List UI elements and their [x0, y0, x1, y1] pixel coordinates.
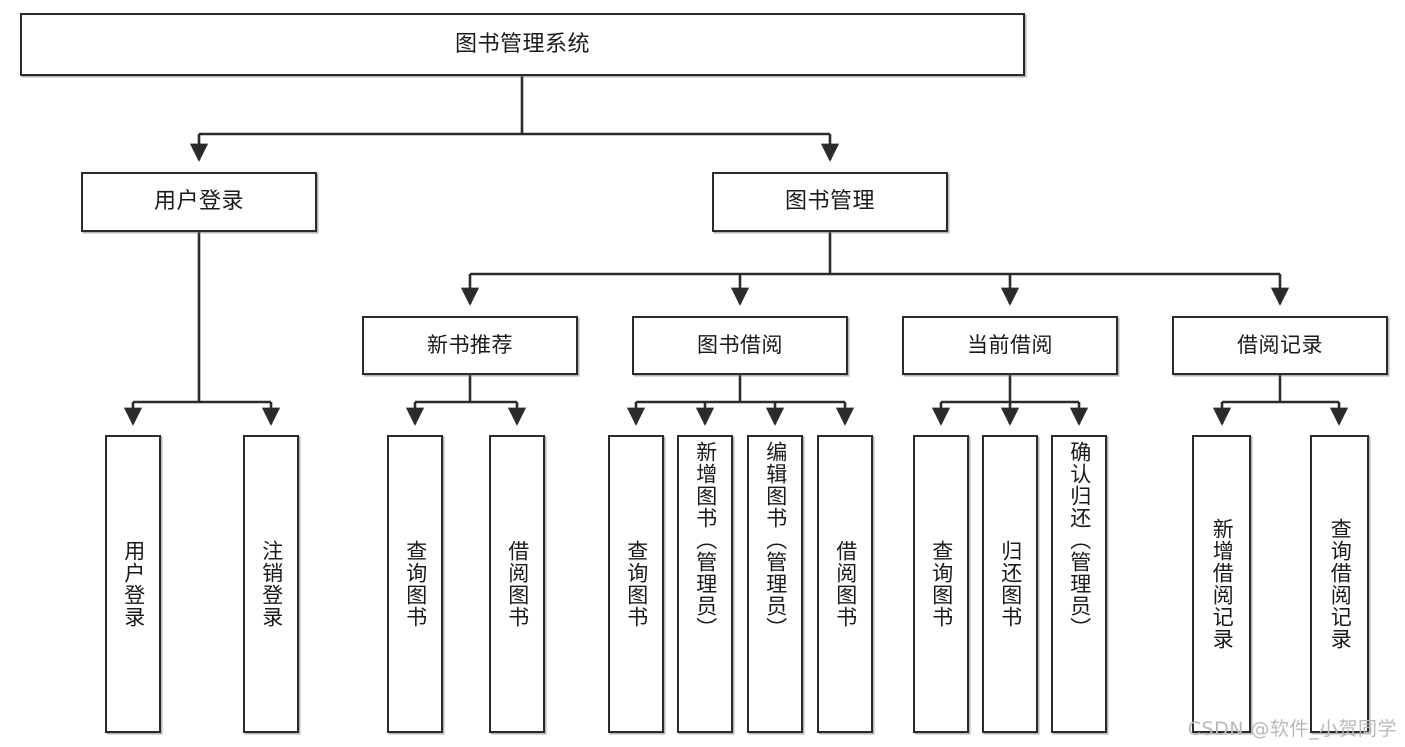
leaf-borrow-borrow-book[interactable]: 借阅图书 — [817, 435, 873, 733]
node-user-login[interactable]: 用户登录 — [81, 172, 317, 232]
node-label: 确认归还（管理员） — [1067, 441, 1092, 639]
node-label: 查询图书 — [403, 540, 428, 628]
node-label: 借阅记录 — [1237, 333, 1323, 358]
node-label: 查询借阅记录 — [1328, 518, 1353, 650]
leaf-borrow-query-book[interactable]: 查询图书 — [608, 435, 664, 733]
leaf-records-add-record[interactable]: 新增借阅记录 — [1192, 435, 1251, 733]
leaf-user-login-signout[interactable]: 注销登录 — [243, 435, 299, 733]
node-label: 当前借阅 — [967, 333, 1053, 358]
node-current-borrow[interactable]: 当前借阅 — [902, 316, 1118, 375]
leaf-records-query-record[interactable]: 查询借阅记录 — [1310, 435, 1369, 733]
node-label: 图书借阅 — [697, 333, 783, 358]
node-root-book-management-system[interactable]: 图书管理系统 — [20, 13, 1025, 76]
node-label: 借阅图书 — [833, 540, 858, 628]
leaf-recommend-query-book[interactable]: 查询图书 — [387, 435, 443, 733]
node-label: 新增借阅记录 — [1210, 518, 1235, 650]
node-new-book-recommend[interactable]: 新书推荐 — [362, 316, 578, 375]
leaf-current-return-book[interactable]: 归还图书 — [982, 435, 1038, 733]
node-book-borrow[interactable]: 图书借阅 — [632, 316, 848, 375]
node-book-management[interactable]: 图书管理 — [712, 172, 948, 232]
node-label: 新增图书（管理员） — [693, 441, 718, 639]
csdn-watermark: CSDN @软件_小贺同学 — [1187, 718, 1397, 740]
node-borrow-records[interactable]: 借阅记录 — [1172, 316, 1388, 375]
node-label: 查询图书 — [929, 540, 954, 628]
node-label: 图书管理系统 — [454, 31, 590, 57]
leaf-current-query-book[interactable]: 查询图书 — [913, 435, 969, 733]
node-label: 新书推荐 — [427, 333, 513, 358]
node-label: 查询图书 — [624, 540, 649, 628]
node-label: 归还图书 — [998, 540, 1023, 628]
leaf-borrow-add-book-admin[interactable]: 新增图书（管理员） — [677, 435, 733, 733]
node-label: 图书管理 — [784, 189, 875, 215]
node-label: 用户登录 — [153, 189, 244, 215]
node-label: 编辑图书（管理员） — [763, 441, 788, 639]
leaf-borrow-edit-book-admin[interactable]: 编辑图书（管理员） — [747, 435, 803, 733]
leaf-recommend-borrow-book[interactable]: 借阅图书 — [489, 435, 545, 733]
node-label: 借阅图书 — [505, 540, 530, 628]
leaf-user-login-signin[interactable]: 用户登录 — [105, 435, 161, 733]
node-label: 用户登录 — [121, 540, 146, 628]
node-label: 注销登录 — [259, 540, 284, 628]
leaf-current-confirm-return-admin[interactable]: 确认归还（管理员） — [1051, 435, 1107, 733]
